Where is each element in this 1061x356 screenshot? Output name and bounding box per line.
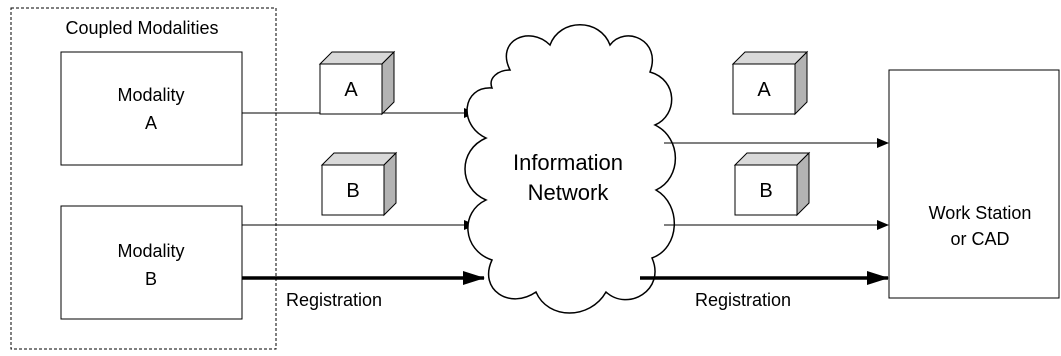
modality-a-line2: A — [145, 113, 157, 133]
packet-a-left: A — [318, 50, 396, 116]
workstation-line2: or CAD — [950, 229, 1009, 249]
registration-label-right: Registration — [695, 290, 791, 310]
group-label: Coupled Modalities — [65, 18, 218, 38]
packet-b-right-label: B — [759, 180, 772, 202]
modality-b-box: Modality B — [60, 205, 243, 320]
packet-a-right-label: A — [757, 79, 771, 101]
workstation-box: Work Station or CAD — [888, 69, 1060, 299]
network-line2: Network — [528, 180, 610, 205]
network-line1: Information — [513, 150, 623, 175]
modality-b-line2: B — [145, 269, 157, 289]
packet-a-right: A — [731, 50, 809, 116]
modality-b-line1: Modality — [117, 241, 184, 261]
coupled-modalities-group: Coupled Modalities — [10, 7, 277, 350]
workstation-line1: Work Station — [929, 203, 1032, 223]
modality-a-box: Modality A — [60, 51, 243, 166]
packet-b-left: B — [320, 151, 398, 217]
packet-b-left-label: B — [346, 180, 359, 202]
packet-a-left-label: A — [344, 79, 358, 101]
modality-a-line1: Modality — [117, 85, 184, 105]
network-cloud: Information Network — [464, 24, 677, 314]
registration-label-left: Registration — [286, 290, 382, 310]
packet-b-right: B — [733, 151, 811, 217]
